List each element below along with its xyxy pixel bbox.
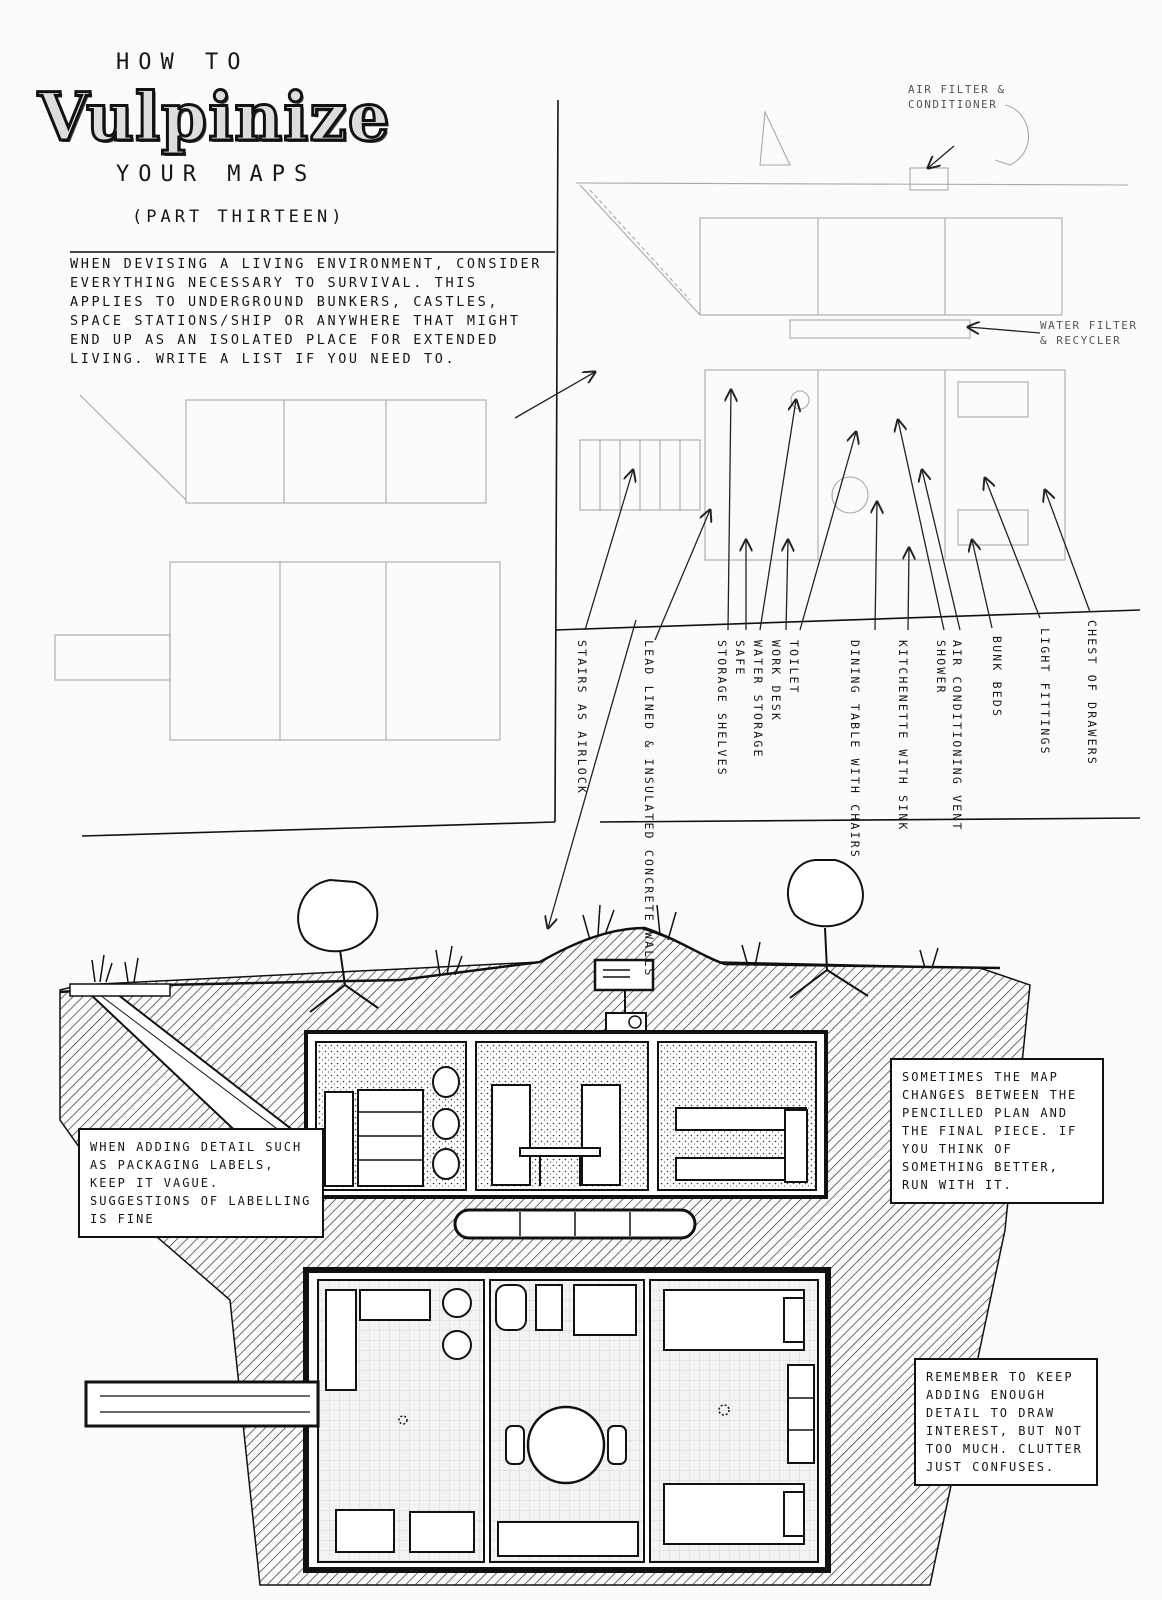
title-how-to: How to	[116, 50, 250, 75]
intro-text: When devising a living environment, cons…	[70, 256, 543, 367]
bunker-floor-plan	[84, 1267, 831, 1573]
note-detail: Remember to keep adding enough detail to…	[914, 1358, 1098, 1486]
label-light-fittings: Light fittings	[1038, 628, 1052, 756]
title-part: (Part Thirteen)	[132, 207, 346, 227]
label-chest-of-drawers: Chest of drawers	[1085, 620, 1099, 766]
label-dining: Dining table with chairs	[848, 640, 862, 859]
panel-dividers	[70, 99, 1141, 837]
label-stairs: Stairs as airlock	[575, 640, 589, 796]
label-walls: Lead lined & insulated concrete walls	[642, 640, 656, 978]
note-map-changes: Sometimes the map changes between the pe…	[890, 1058, 1104, 1204]
title-main: Vulpinize	[37, 77, 392, 158]
label-toilet: Toilet	[787, 640, 801, 695]
label-kitchenette: Kitchenette with sink	[896, 640, 910, 832]
label-storage-shelves: Storage shelves	[715, 640, 729, 777]
label-shower: Shower	[934, 640, 948, 695]
label-work-desk: Work desk	[769, 640, 783, 723]
label-ac-vent: Air conditioning vent	[950, 640, 964, 832]
air-filter-label: Air filter & conditioner	[908, 83, 1006, 111]
label-bunk-beds: Bunk beds	[990, 636, 1004, 719]
note-labels: When adding detail such as packaging lab…	[78, 1128, 324, 1238]
label-water-storage: Water storage	[751, 640, 765, 759]
pencil-sketch	[54, 104, 1129, 741]
water-filter-label: Water filter & recycler	[1040, 319, 1138, 347]
label-safe: Safe	[733, 640, 747, 677]
title-your-maps: Your maps	[116, 162, 317, 187]
callout-arrows	[247, 145, 1091, 1231]
